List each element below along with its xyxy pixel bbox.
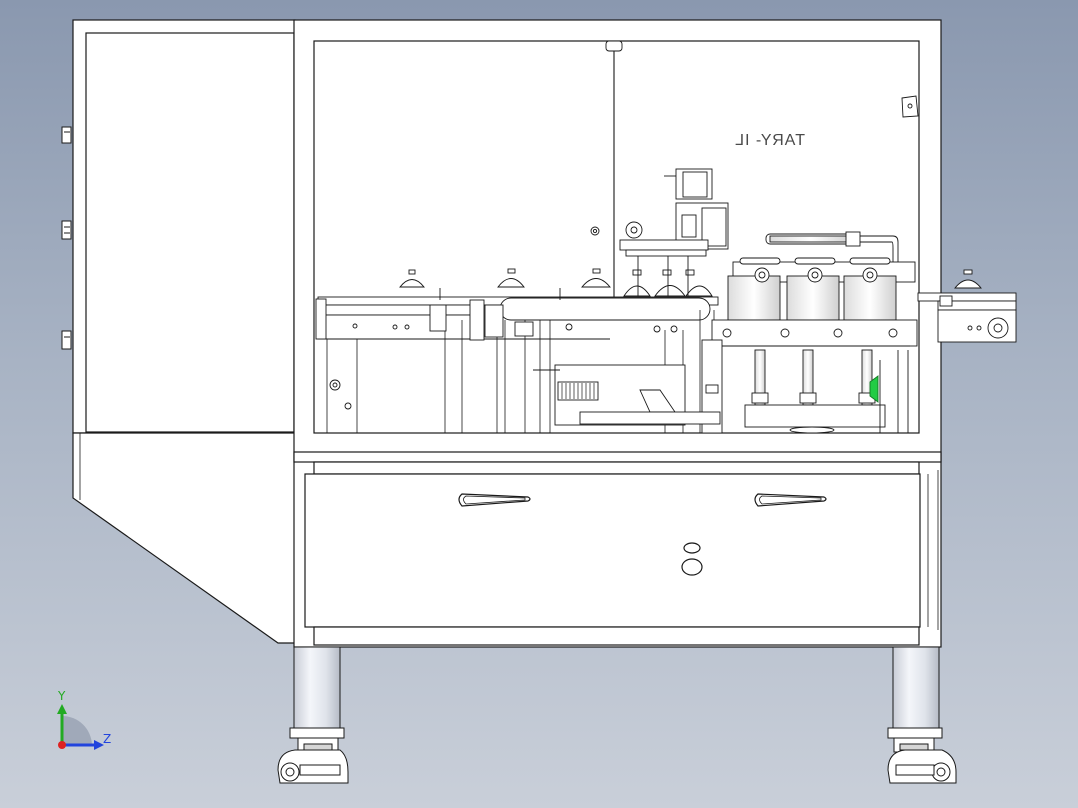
- drawer-handles: [458, 493, 827, 576]
- lock-icon[interactable]: [681, 558, 703, 576]
- hinge-icon: [61, 330, 72, 350]
- interior-mechanism: [315, 40, 1017, 434]
- hinge-icon: [61, 220, 72, 240]
- bolt-plate: [711, 319, 918, 347]
- capping-head: [619, 168, 729, 257]
- capper-rollers: [727, 257, 916, 321]
- bottle-caps: [399, 268, 713, 297]
- sensor-icon: [869, 375, 879, 403]
- drawer-panel: [304, 473, 921, 628]
- pneumatic-cylinder: [765, 231, 899, 268]
- hinges: [61, 126, 72, 350]
- casters: [277, 737, 957, 784]
- leg-left: [293, 646, 341, 738]
- z-axis-label: Z: [103, 732, 111, 746]
- leg-right: [892, 646, 940, 738]
- origin-icon: [58, 741, 66, 749]
- legs: [289, 646, 943, 739]
- slanted-lower-panel: [72, 432, 296, 644]
- outfeed-conveyor: [917, 269, 1017, 343]
- hinge-icon: [61, 126, 72, 144]
- axis-triad[interactable]: Y Z: [57, 689, 111, 750]
- lock-icon[interactable]: [683, 542, 701, 554]
- brand-label: TARY- IL: [734, 132, 805, 149]
- star-wheel: [533, 364, 721, 426]
- y-axis-label: Y: [57, 689, 66, 703]
- left-cabinet-door: [85, 32, 295, 433]
- mid-beam: [293, 451, 942, 463]
